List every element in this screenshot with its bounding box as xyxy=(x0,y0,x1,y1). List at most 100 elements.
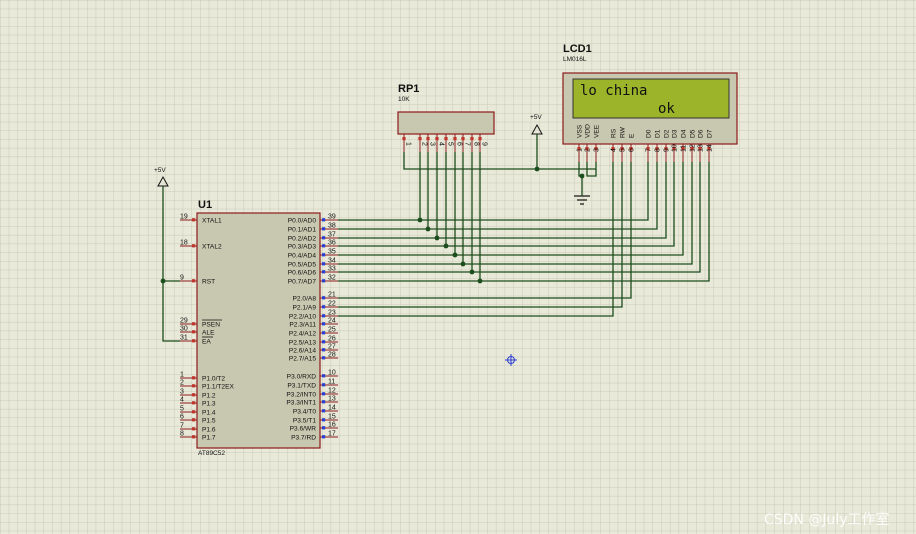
u1-microcontroller[interactable]: U1 AT89C52 19XTAL118XTAL29RST29PSEN30ALE… xyxy=(180,199,338,457)
u1-pin-4[interactable]: 4P1.3 xyxy=(180,397,216,408)
rp1-pin-7[interactable]: 7 xyxy=(461,134,471,152)
u1-pin-number: 1 xyxy=(180,372,184,379)
u1-pin-label: RST xyxy=(202,279,215,286)
rp1-pin-number: 8 xyxy=(473,142,480,146)
lcd1-display[interactable]: lo china ok LCD1 LM016L VSS1VDD2VEE3RS4R… xyxy=(562,43,738,162)
rp1-pin-5[interactable]: 5 xyxy=(444,134,454,152)
u1-pin-marker xyxy=(192,418,196,422)
lcd1-pin-d2[interactable]: D29 xyxy=(664,129,671,162)
rp1-pin-number: 3 xyxy=(429,142,436,146)
rp1-pin-3[interactable]: 3 xyxy=(426,134,436,152)
rp1-body[interactable] xyxy=(397,111,495,135)
u1-pin-number: 12 xyxy=(328,388,336,395)
wire-p0-5-to-lcd-d5 xyxy=(338,162,693,265)
rp1-pin-8[interactable]: 8 xyxy=(470,134,480,152)
lcd1-pin-d1[interactable]: D18 xyxy=(655,129,662,162)
lcd1-pin-e[interactable]: E6 xyxy=(629,133,636,162)
u1-pin-2[interactable]: 2P1.1/T2EX xyxy=(180,380,234,391)
u1-pin-number: 26 xyxy=(328,336,336,343)
lcd1-pin-rw[interactable]: RW5 xyxy=(620,126,627,162)
u1-pin-label: P2.6/A14 xyxy=(289,348,316,355)
u1-ref-label: U1 xyxy=(198,199,212,211)
rp1-pin-6[interactable]: 6 xyxy=(453,134,463,152)
lcd1-pin-marker xyxy=(690,147,694,151)
u1-pin-8[interactable]: 8P1.7 xyxy=(180,431,216,442)
u1-pin-marker xyxy=(322,236,326,240)
u1-pin-number: 15 xyxy=(328,414,336,421)
rp1-pin-4[interactable]: 4 xyxy=(435,134,445,152)
rp1-pin-2[interactable]: 2 xyxy=(418,134,428,152)
cursor-crosshair-icon[interactable] xyxy=(505,354,517,366)
lcd1-pin-label: RW xyxy=(620,126,627,138)
u1-pin-marker xyxy=(322,374,326,378)
lcd1-pin-marker xyxy=(707,147,711,151)
wire-junction xyxy=(477,278,483,284)
u1-pin-label: XTAL1 xyxy=(202,218,222,225)
u1-pin-label: P1.2 xyxy=(202,393,216,400)
rp1-pin-marker xyxy=(402,137,406,141)
rp1-pin-1[interactable]: 1 xyxy=(402,134,412,152)
u1-pin-number: 36 xyxy=(328,240,336,247)
u1-pin-number: 9 xyxy=(180,275,184,282)
u1-body[interactable] xyxy=(196,212,321,449)
lcd1-pin-number: 4 xyxy=(611,148,618,152)
u1-pin-label: P3.7/RD xyxy=(291,435,316,442)
u1-pin-6[interactable]: 6P1.5 xyxy=(180,414,216,425)
lcd1-pin-rs[interactable]: RS4 xyxy=(611,128,618,162)
wire-junction xyxy=(434,235,440,241)
u1-pin-label: P3.5/T1 xyxy=(293,418,316,425)
u1-pin-label: P3.0/RXD xyxy=(287,374,317,381)
u1-pin-number: 18 xyxy=(180,240,188,247)
lcd1-pin-d0[interactable]: D07 xyxy=(646,129,653,162)
u1-pin-label: P3.4/T0 xyxy=(293,409,316,416)
u1-pin-marker xyxy=(322,305,326,309)
u1-pin-5[interactable]: 5P1.4 xyxy=(180,406,216,417)
u1-pin-number: 38 xyxy=(328,223,336,230)
rp1-pin-9[interactable]: 9 xyxy=(478,134,488,152)
u1-pin-7[interactable]: 7P1.6 xyxy=(180,423,216,434)
u1-pin-number: 32 xyxy=(328,275,336,282)
u1-pin-1[interactable]: 1P1.0/T2 xyxy=(180,372,225,383)
u1-pin-3[interactable]: 3P1.2 xyxy=(180,389,216,400)
